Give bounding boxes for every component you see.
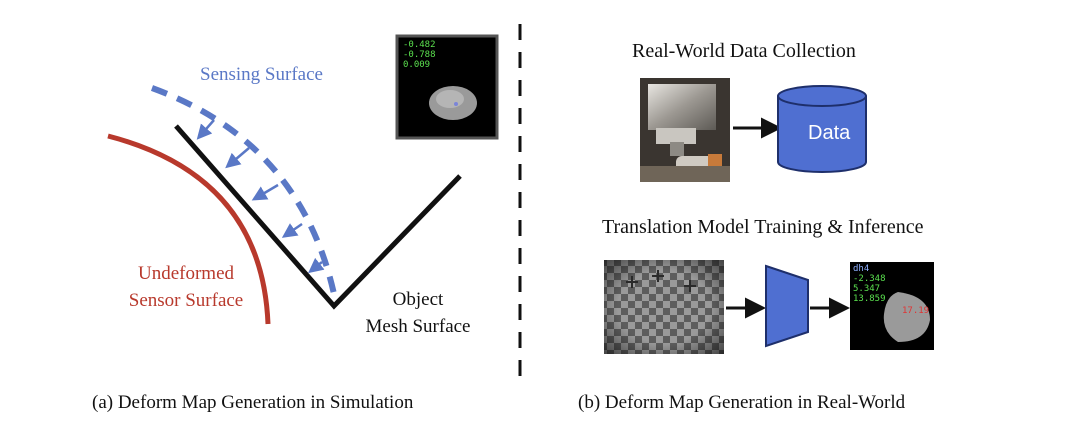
output-values: dh4 -2.348 5.347 13.859 — [853, 264, 886, 304]
undeformed-label-line2: Sensor Surface — [128, 290, 244, 311]
inset-values: -0.482 -0.788 0.009 — [403, 40, 436, 70]
database-cylinder — [777, 85, 867, 173]
deformation-arrow — [281, 222, 303, 238]
deformation-arrows — [196, 119, 325, 274]
sensing-surface-label: Sensing Surface — [200, 64, 323, 85]
output-value: -2.348 — [853, 274, 886, 284]
translation-title: Translation Model Training & Inference — [602, 216, 924, 238]
robot-photo — [640, 78, 730, 182]
inset-value: 0.009 — [403, 60, 431, 70]
deformation-arrow — [196, 119, 215, 140]
object-label-line1: Object — [392, 289, 444, 310]
database-label: Data — [808, 122, 851, 144]
inset-value: -0.482 — [403, 40, 436, 50]
panel-divider — [518, 24, 522, 384]
undeformed-sensor-label: Undeformed Sensor Surface — [106, 260, 266, 314]
deformation-arrow — [225, 147, 250, 169]
output-value: 13.859 — [853, 294, 886, 304]
predicted-depth-image — [850, 262, 934, 350]
caption-a: (a) Deform Map Generation in Simulation — [92, 392, 414, 413]
simulation-diagram — [107, 34, 499, 325]
object-mesh-surface — [174, 124, 462, 310]
sensing-surface-curve — [150, 85, 337, 295]
undeformed-sensor-arc — [107, 133, 271, 325]
object-mesh-label: Object Mesh Surface — [343, 286, 493, 340]
caption-b: (b) Deform Map Generation in Real-World — [578, 392, 906, 413]
simulation-depth-inset — [395, 34, 499, 140]
real-world-diagram — [604, 78, 934, 354]
output-value: 5.347 — [853, 284, 881, 294]
output-overlay-value: 17.19 — [902, 306, 930, 316]
deformation-arrow — [308, 257, 325, 274]
object-label-line2: Mesh Surface — [365, 316, 471, 337]
inset-value: -0.788 — [403, 50, 436, 60]
tactile-checker-image — [604, 260, 724, 354]
output-value: dh4 — [853, 264, 870, 274]
undeformed-label-line1: Undeformed — [137, 263, 235, 284]
collection-title: Real-World Data Collection — [632, 40, 856, 62]
translation-model-block — [765, 264, 809, 348]
deformation-arrow — [251, 183, 279, 201]
